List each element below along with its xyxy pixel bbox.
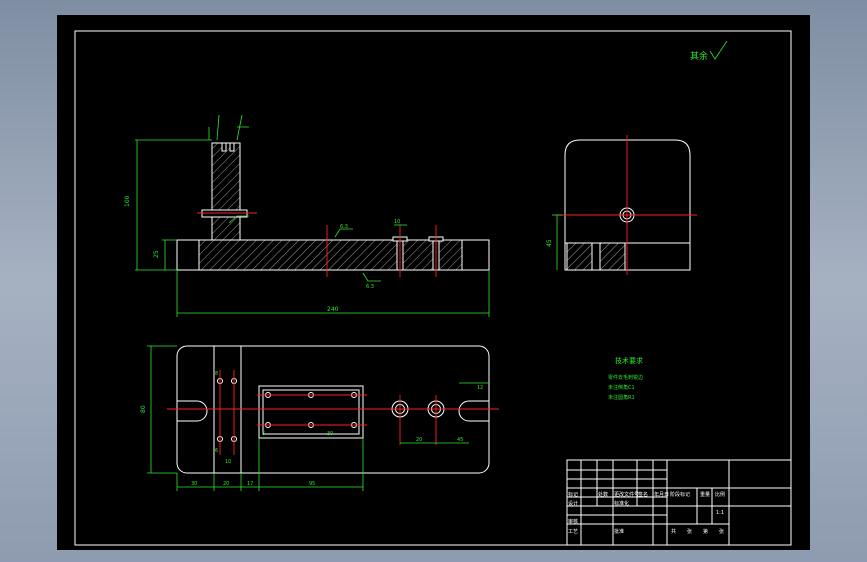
roughness-mark-icon xyxy=(362,272,381,282)
rail-holes xyxy=(265,392,357,428)
rail-inner xyxy=(262,389,360,435)
surface-finish-text: 其余 xyxy=(690,50,708,62)
side-hatch-mid xyxy=(599,242,626,271)
dim-plan-d3: 17 xyxy=(247,481,253,487)
dim-slot-width: 10 xyxy=(394,219,400,225)
side-hatch-left xyxy=(566,242,593,271)
tech-line-3: 未注圆角R1 xyxy=(608,394,635,401)
tb-sheet-no: 第 xyxy=(703,528,708,535)
u-slot-right xyxy=(458,400,489,422)
dim-side-height: 45 xyxy=(546,239,553,247)
tb-stage: 阶段标记 xyxy=(670,491,690,498)
title-block-frame xyxy=(566,459,792,546)
title-block: 标记 处数 更改文件号 签名 年月日 设计 标准化 审核 工艺 批准 阶段标记 … xyxy=(566,459,792,546)
base-right-end xyxy=(461,239,490,271)
tb-sheet-unit-2: 张 xyxy=(719,528,724,535)
dim-plan-d4: 95 xyxy=(309,481,315,487)
leader-lines xyxy=(208,114,249,141)
tb-label-sign: 签名 xyxy=(638,491,648,498)
dim-plan-d5: 20 xyxy=(416,437,422,443)
tb-label-mark: 标记 xyxy=(568,491,578,498)
side-view: 45 xyxy=(546,135,697,275)
dim-plan-d7: 6 xyxy=(215,448,218,454)
surface-finish-note: 其余 xyxy=(690,40,728,62)
roughness-mark-icon xyxy=(228,215,249,224)
cad-drawing-sheet[interactable]: 其余 100 25 24 xyxy=(57,15,810,550)
upright-slot-right xyxy=(229,142,235,152)
tb-scale-value: 1:1 xyxy=(716,510,724,516)
tb-approve: 批准 xyxy=(614,528,624,535)
tb-weight: 重量 xyxy=(700,491,710,498)
dim-plan-d8: 12 xyxy=(477,385,483,391)
plan-view: 80 30 20 17 95 20 45 6 12 30 6 10 8 xyxy=(140,345,499,491)
base-plate-section xyxy=(176,239,490,271)
tech-line-2: 未注倒角C1 xyxy=(608,384,635,391)
front-view: 100 25 240 10 6.3 6.3 xyxy=(124,114,490,317)
ra-value-2: 6.3 xyxy=(366,284,374,290)
tb-standard: 标准化 xyxy=(614,500,629,507)
tb-label-change: 更改文件号 xyxy=(614,491,639,498)
tb-scale: 比例 xyxy=(715,491,725,498)
tb-label-date: 年月日 xyxy=(654,491,669,498)
roughness-symbol-icon xyxy=(709,40,728,60)
tb-sheet-total: 共 xyxy=(671,528,676,535)
upright-section xyxy=(211,142,241,241)
tb-designer: 设计 xyxy=(568,500,578,507)
dim-plan-d12: 8 xyxy=(215,371,218,377)
tb-sheet-unit-1: 张 xyxy=(687,528,692,535)
u-slot-left xyxy=(177,400,208,422)
upright-slot-left xyxy=(221,142,227,152)
base-left-end xyxy=(176,239,200,271)
drawing-canvas: 其余 100 25 24 xyxy=(74,30,792,546)
dim-front-height: 100 xyxy=(124,195,131,207)
tb-checker: 审核 xyxy=(568,518,578,525)
dim-plan-d9: 30 xyxy=(327,431,333,437)
dim-plan-d11: 10 xyxy=(225,459,231,465)
side-outline xyxy=(564,139,691,271)
dim-front-width: 240 xyxy=(327,306,339,313)
tech-title: 技术要求 xyxy=(615,356,643,365)
ra-value-1: 6.3 xyxy=(340,224,348,230)
dim-plan-d10: 6 xyxy=(262,431,265,437)
tech-line-1: 零件去毛刺锐边 xyxy=(608,374,643,381)
tb-label-count: 处数 xyxy=(598,491,608,498)
dim-plan-d6: 45 xyxy=(457,437,463,443)
dim-plan-d1: 30 xyxy=(191,481,197,487)
upright-bore xyxy=(201,209,248,218)
rail-outer xyxy=(258,385,364,439)
dim-plan-height: 80 xyxy=(140,405,147,413)
tb-process: 工艺 xyxy=(568,529,578,535)
dim-plan-d2: 20 xyxy=(223,481,229,487)
technical-requirements: 技术要求 零件去毛刺锐边 未注倒角C1 未注圆角R1 xyxy=(608,356,643,401)
plan-outline xyxy=(176,345,490,474)
dim-base-height: 25 xyxy=(153,250,160,258)
roughness-mark-icon xyxy=(334,228,353,238)
sheet-border xyxy=(74,30,792,546)
